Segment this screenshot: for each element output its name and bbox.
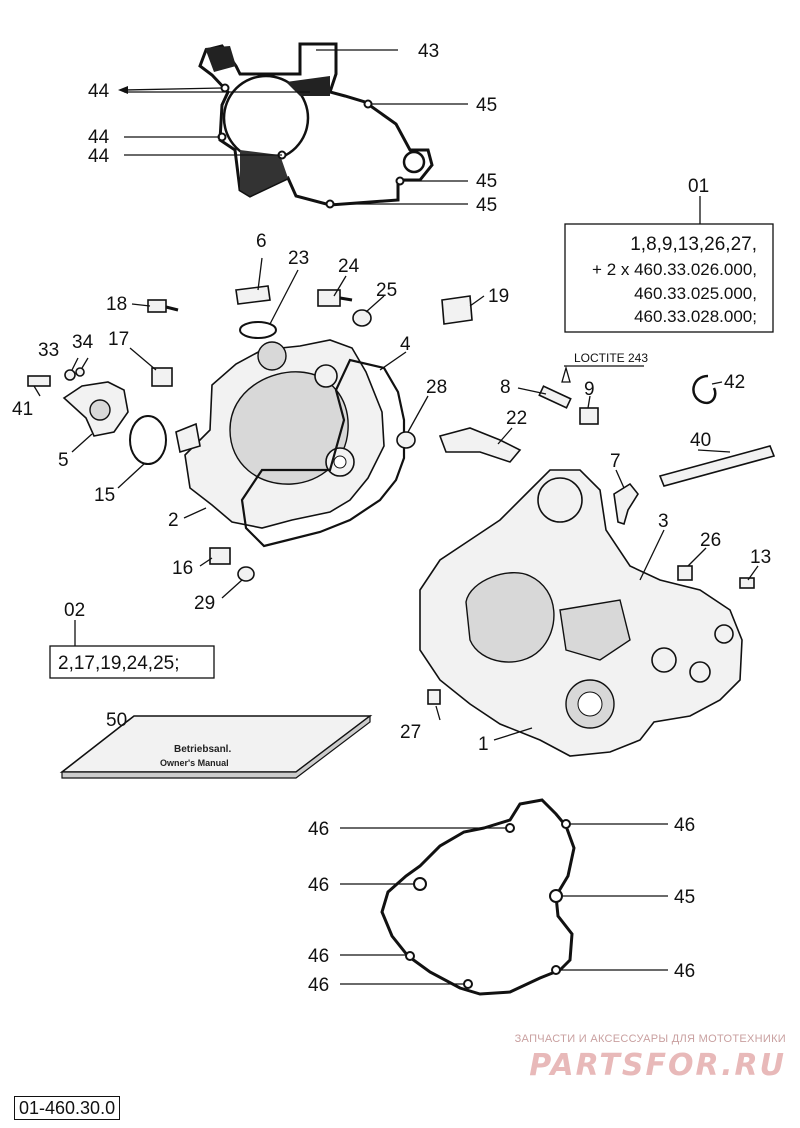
callout-3: 3 (658, 511, 669, 532)
callout-26: 26 (700, 530, 721, 551)
callout-46: 46 (674, 815, 695, 836)
loctite-label: LOCTITE 243 (574, 351, 648, 365)
callout-23: 23 (288, 248, 309, 269)
callout-44: 44 (88, 81, 110, 102)
callout-8: 8 (500, 377, 511, 398)
callout-46: 46 (308, 875, 329, 896)
diagram-code-label: 01-460.30.0 (14, 1096, 121, 1120)
watermark-logo: PARTSFOR.RU (529, 1048, 786, 1083)
leaders-crankcase (435, 529, 759, 741)
callout-6: 6 (256, 231, 267, 252)
callout-46: 46 (674, 961, 695, 982)
callout-22: 22 (506, 408, 527, 429)
callout-1: 1 (478, 734, 489, 755)
callout-7: 7 (610, 451, 621, 472)
callout-27: 27 (400, 722, 421, 743)
cover-gasket-bottom (380, 798, 576, 996)
callout-50: 50 (106, 710, 127, 731)
callout-40: 40 (690, 430, 711, 451)
small-parts-left (27, 285, 473, 582)
leaders-bottom-gasket (340, 823, 668, 985)
clutch-cover (175, 339, 385, 529)
callout-43: 43 (418, 41, 439, 62)
callout-29: 29 (194, 593, 215, 614)
crankcase (419, 469, 755, 757)
cover-gasket-top (198, 42, 434, 207)
callout-2: 2 (168, 510, 179, 531)
misc-parts-right (438, 365, 776, 526)
callout-25: 25 (376, 280, 397, 301)
gasket-bottom-hole-dots (405, 819, 571, 989)
callout-45: 45 (476, 95, 497, 116)
callout-02: 02 (64, 600, 85, 621)
callout-17: 17 (108, 329, 129, 350)
callout-18: 18 (106, 294, 127, 315)
kit-01-line: 460.33.025.000, (634, 284, 757, 303)
kit-02-box (49, 620, 215, 679)
kit-01-box (564, 196, 774, 333)
callout-45: 45 (674, 887, 695, 908)
leaders-left (33, 257, 485, 599)
watermark-tagline: ЗАПЧАСТИ И АКСЕССУАРЫ ДЛЯ МОТОТЕХНИКИ (514, 1033, 786, 1045)
kit-01-line: 460.33.028.000; (634, 307, 757, 326)
callout-16: 16 (172, 558, 193, 579)
callout-42: 42 (724, 372, 745, 393)
callout-13: 13 (750, 547, 771, 568)
callout-4: 4 (400, 334, 411, 355)
callout-46: 46 (308, 975, 329, 996)
callout-labels: 43 44 44 44 45 45 45 01 1,8,9,13,26,27, … (12, 41, 771, 996)
svg-text:Betriebsanl.: Betriebsanl. (174, 744, 231, 755)
callout-9: 9 (584, 379, 595, 400)
callout-34: 34 (72, 332, 94, 353)
kit-02-line: 2,17,19,24,25; (58, 653, 180, 674)
leaders-top-gasket (118, 49, 468, 205)
callout-28: 28 (426, 377, 447, 398)
callout-46: 46 (308, 946, 329, 967)
callout-45: 45 (476, 171, 497, 192)
callout-44: 44 (88, 146, 110, 167)
callout-45: 45 (476, 195, 497, 216)
callout-5: 5 (58, 450, 69, 471)
svg-text:Owner's Manual: Owner's Manual (160, 758, 229, 768)
callout-24: 24 (338, 256, 360, 277)
callout-15: 15 (94, 485, 115, 506)
owners-manual: Betriebsanl. Owner's Manual (59, 714, 373, 779)
leaders-right (497, 381, 731, 489)
callout-19: 19 (488, 286, 509, 307)
callout-46: 46 (308, 819, 329, 840)
kit-01-line: + 2 x 460.33.026.000, (592, 260, 757, 279)
callout-41: 41 (12, 399, 33, 420)
kit-01-line: 1,8,9,13,26,27, (630, 234, 757, 255)
callout-01: 01 (688, 176, 709, 197)
callout-44: 44 (88, 127, 110, 148)
callout-33: 33 (38, 340, 59, 361)
